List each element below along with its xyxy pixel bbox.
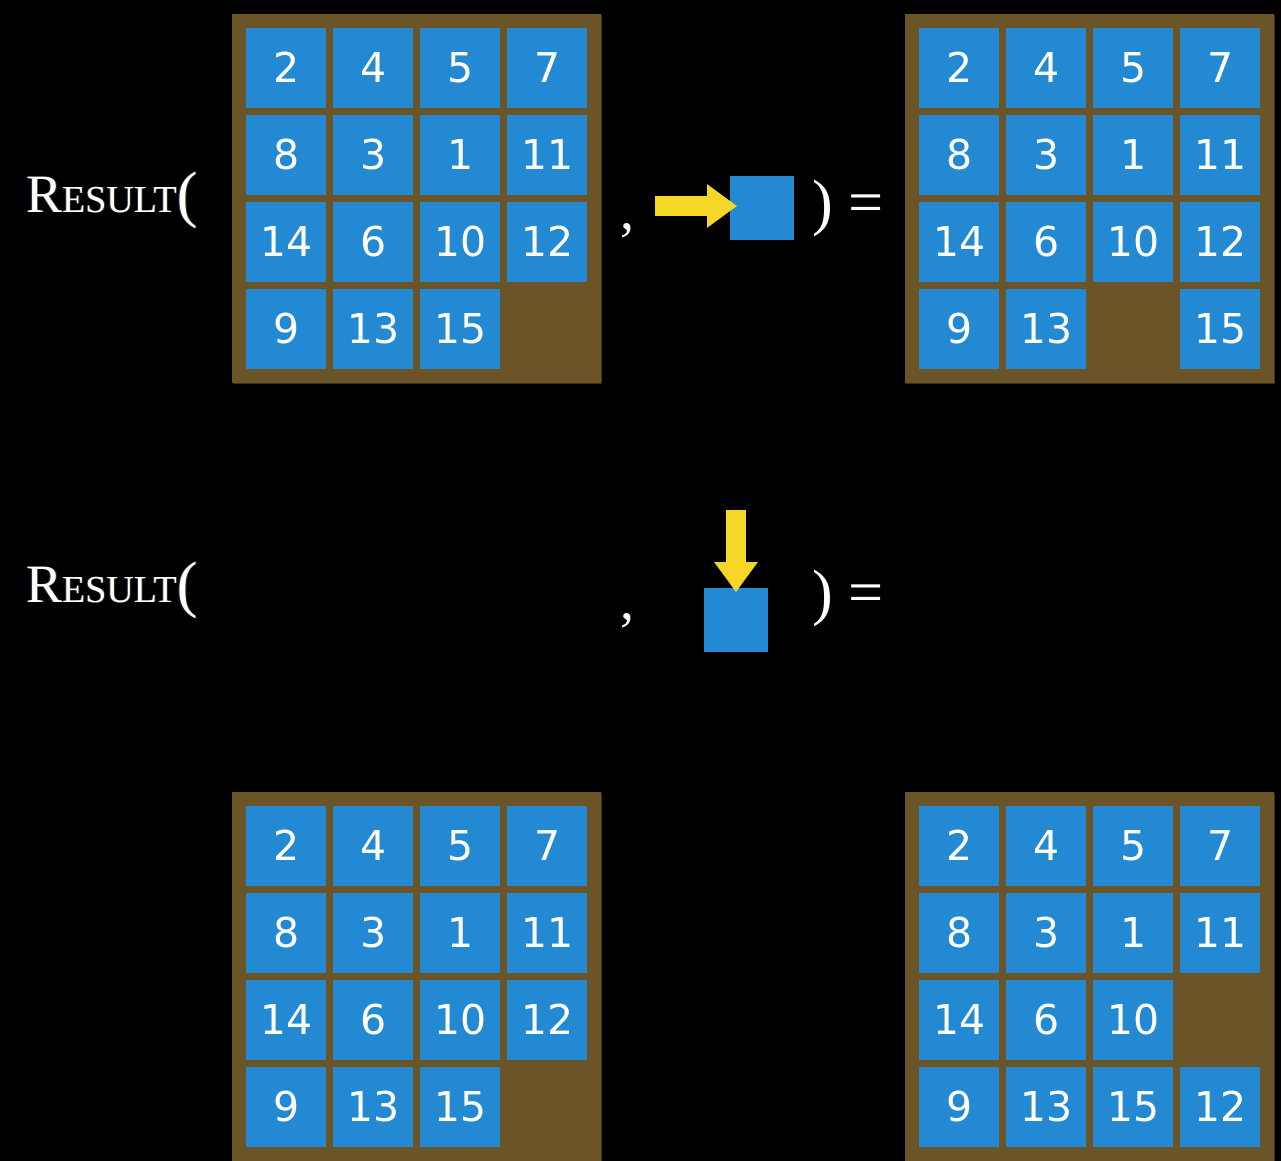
tile[interactable]: 2 [919,806,999,886]
move-right-action-top [655,174,815,242]
tile[interactable]: 14 [919,980,999,1060]
tile[interactable]: 8 [246,893,326,973]
tile[interactable]: 10 [1093,202,1173,282]
tile[interactable]: 3 [333,115,413,195]
comma-separator-bottom: , [620,570,634,632]
comma-separator-top: , [620,180,634,242]
initial-state-board-bottom: 2 4 5 7 8 3 1 11 14 6 10 12 9 13 15 [232,792,601,1161]
tile[interactable]: 8 [919,893,999,973]
tile-grid: 2 4 5 7 8 3 1 11 14 6 10 12 9 13 15 [246,806,587,1147]
action-tile[interactable] [730,176,794,240]
tile[interactable]: 1 [1093,893,1173,973]
tile[interactable]: 10 [420,202,500,282]
arrow-shaft [726,510,746,568]
tile[interactable]: 13 [1006,1067,1086,1147]
tile[interactable]: 7 [507,28,587,108]
tile[interactable]: 8 [246,115,326,195]
tile[interactable]: 9 [246,289,326,369]
tile[interactable]: 13 [333,1067,413,1147]
tile-grid: 2 4 5 7 8 3 1 11 14 6 10 9 13 15 12 [919,806,1260,1147]
result-function-label-bottom: Result( [26,554,197,616]
tile[interactable]: 6 [1006,980,1086,1060]
tile[interactable]: 15 [420,289,500,369]
tile[interactable]: 1 [420,893,500,973]
tile[interactable]: 5 [420,28,500,108]
tile[interactable]: 13 [1006,289,1086,369]
tile[interactable]: 9 [246,1067,326,1147]
tile[interactable]: 5 [1093,806,1173,886]
close-paren-equals-bottom: ) = [812,559,884,627]
empty-slot[interactable] [1093,289,1173,369]
arrow-down-icon [714,510,758,594]
tile[interactable]: 2 [919,28,999,108]
tile[interactable]: 11 [507,893,587,973]
action-tile[interactable] [704,588,768,652]
result-word-top: Result [26,164,177,224]
tile[interactable]: 5 [1093,28,1173,108]
tile[interactable]: 5 [420,806,500,886]
result-word-bottom: Result [26,554,177,614]
tile-grid: 2 4 5 7 8 3 1 11 14 6 10 12 9 13 15 [246,28,587,369]
tile[interactable]: 7 [1180,806,1260,886]
arrow-head [707,184,737,228]
tile[interactable]: 6 [333,202,413,282]
equation-row-top: Result( 2 4 5 7 8 3 1 11 14 6 10 12 9 13… [0,0,1281,390]
tile[interactable]: 6 [1006,202,1086,282]
empty-slot[interactable] [1180,980,1260,1060]
tile[interactable]: 13 [333,289,413,369]
tile[interactable]: 10 [1093,980,1173,1060]
tile[interactable]: 4 [333,806,413,886]
arrow-head [714,562,758,592]
empty-slot[interactable] [507,289,587,369]
initial-state-board-top: 2 4 5 7 8 3 1 11 14 6 10 12 9 13 15 [232,14,601,383]
tile[interactable]: 2 [246,806,326,886]
tile[interactable]: 15 [1180,289,1260,369]
arrow-right-icon [655,184,739,228]
tile[interactable]: 12 [507,202,587,282]
result-function-label-top: Result( [26,164,197,226]
tile[interactable]: 11 [1180,115,1260,195]
tile[interactable]: 7 [1180,28,1260,108]
tile[interactable]: 12 [1180,1067,1260,1147]
tile[interactable]: 3 [333,893,413,973]
tile[interactable]: 1 [1093,115,1173,195]
tile[interactable]: 14 [919,202,999,282]
tile[interactable]: 2 [246,28,326,108]
tile[interactable]: 12 [1180,202,1260,282]
tile[interactable]: 15 [1093,1067,1173,1147]
arrow-shaft [655,196,713,216]
tile[interactable]: 3 [1006,115,1086,195]
tile[interactable]: 7 [507,806,587,886]
tile[interactable]: 12 [507,980,587,1060]
open-paren-bottom: ( [176,551,198,619]
tile[interactable]: 9 [919,1067,999,1147]
tile[interactable]: 15 [420,1067,500,1147]
tile[interactable]: 10 [420,980,500,1060]
tile[interactable]: 1 [420,115,500,195]
tile[interactable]: 14 [246,980,326,1060]
close-paren-equals-top: ) = [812,169,884,237]
tile-grid: 2 4 5 7 8 3 1 11 14 6 10 12 9 13 15 [919,28,1260,369]
result-state-board-top: 2 4 5 7 8 3 1 11 14 6 10 12 9 13 15 [905,14,1274,383]
tile[interactable]: 14 [246,202,326,282]
tile[interactable]: 6 [333,980,413,1060]
open-paren-top: ( [176,161,198,229]
move-down-action-bottom [700,510,780,680]
tile[interactable]: 9 [919,289,999,369]
tile[interactable]: 8 [919,115,999,195]
tile[interactable]: 3 [1006,893,1086,973]
tile[interactable]: 4 [1006,806,1086,886]
tile[interactable]: 11 [507,115,587,195]
tile[interactable]: 11 [1180,893,1260,973]
equation-row-bottom: Result( 2 4 5 7 8 3 1 11 14 6 10 12 9 13… [0,390,1281,1161]
tile[interactable]: 4 [1006,28,1086,108]
tile[interactable]: 4 [333,28,413,108]
result-state-board-bottom: 2 4 5 7 8 3 1 11 14 6 10 9 13 15 12 [905,792,1274,1161]
empty-slot[interactable] [507,1067,587,1147]
